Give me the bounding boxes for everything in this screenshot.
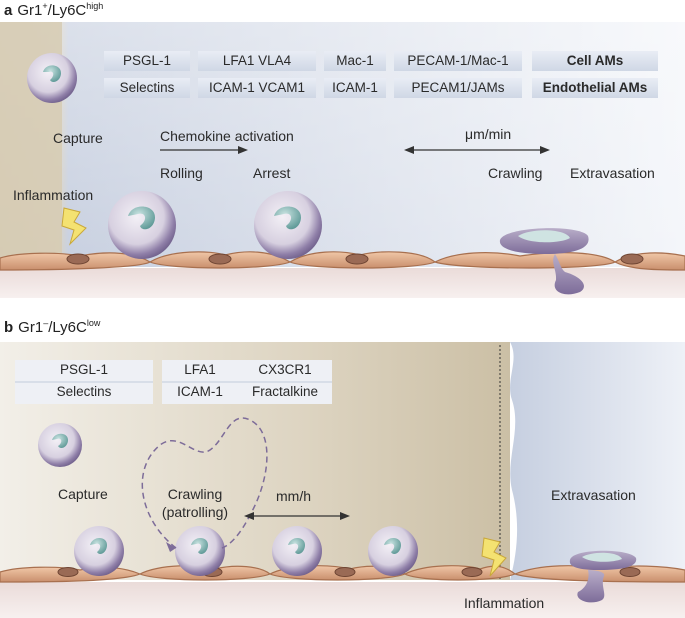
panel-a-cell-am-2: LFA1 VLA4: [198, 51, 316, 71]
panel-a-inflammation-label: Inflammation: [13, 187, 94, 203]
panel-a-cell-arrest: [254, 191, 322, 259]
panel-b-cx3cr1: CX3CR1: [258, 362, 312, 377]
panel-a-rolling-label: Rolling: [160, 165, 203, 181]
panel-a-arrest-label: Arrest: [253, 165, 291, 181]
panel-b-capture-label: Capture: [58, 486, 108, 502]
panel-b-title-main: Gr1: [18, 319, 44, 336]
panel-a-cell-am-3: Mac-1: [324, 51, 386, 71]
panel-b-title-mid: /Ly6C: [48, 319, 87, 336]
panel-b-icam1: ICAM-1: [177, 384, 223, 399]
panel-b-letter: b: [4, 319, 14, 336]
panel-b-cell-capture: [38, 423, 82, 467]
panel-b-tissue-blue: [510, 342, 685, 580]
panel-b-cell-3: [272, 526, 322, 576]
panel-b-speed-arrow: [244, 512, 350, 520]
panel-a-chemokine-label: Chemokine activation: [160, 128, 294, 144]
panel-a-arrows: [160, 146, 550, 154]
panel-b-fractalkine: Fractalkine: [251, 384, 319, 399]
panel-b-tissue: [0, 582, 685, 618]
panel-a-endo-am-4: PECAM1/JAMs: [394, 78, 522, 98]
panel-b-inflammation-bolt-icon: [481, 537, 507, 577]
panel-b-patrolling-arrowhead: [166, 542, 176, 552]
panel-b-title-sup1: –: [43, 318, 49, 328]
panel-b-endothelial-nuclei: [57, 567, 641, 577]
panel-b-inflammation-label: Inflammation: [464, 595, 545, 611]
panel-b-speed-label: mm/h: [276, 488, 311, 504]
panel-a-cell-am-1: PSGL-1: [104, 51, 190, 71]
panel-a-cell-crawling: [499, 228, 589, 295]
panel-b-cell-2: [175, 526, 225, 576]
panel-a-endothelial-nuclei: [66, 253, 644, 265]
panel-a-inflammation-bolt-icon: [61, 207, 87, 246]
panel-b-cell-extravasating: [569, 550, 637, 603]
panel-a-endo-am-3: ICAM-1: [324, 78, 386, 98]
panel-a-endo-am-1: Selectins: [104, 78, 190, 98]
panel-a-cell-rolling: [108, 191, 176, 259]
panel-a-cell-am-header: Cell AMs: [532, 51, 658, 71]
panel-b-crawling-label: Crawling: [167, 486, 223, 502]
panel-b-lfa1: LFA1: [184, 362, 216, 377]
panel-a-endothelium: [0, 251, 685, 271]
panel-b-cell-4: [368, 526, 418, 576]
panel-a-capture-label: Capture: [53, 130, 103, 146]
panel-a-endo-am-2: ICAM-1 VCAM1: [198, 78, 316, 98]
panel-b-selectins: Selectins: [56, 384, 112, 399]
panel-a-title-main: Gr1: [17, 2, 43, 19]
panel-a-letter: a: [4, 2, 13, 19]
panel-a-extravasation-label: Extravasation: [570, 165, 655, 181]
panel-b-title-sup2: low: [86, 318, 101, 328]
panel-a-title-mid: /Ly6C: [47, 2, 87, 19]
panel-b-cell-1: [74, 526, 124, 576]
panel-b-patrolling-label: (patrolling): [161, 504, 229, 520]
panel-a-cell-capture: [27, 53, 77, 103]
panel-b-extravasation-label: Extravasation: [551, 487, 636, 503]
panel-b-psgl1: PSGL-1: [59, 362, 109, 377]
panel-a-cell-am-4: PECAM-1/Mac-1: [394, 51, 522, 71]
panel-a-speed-label: μm/min: [465, 126, 512, 142]
panel-a-crawling-label: Crawling: [488, 165, 543, 181]
panel-a-title-sup1: +: [42, 1, 48, 11]
panel-a-endo-am-header: Endothelial AMs: [532, 78, 658, 98]
panel-a-title-sup2: high: [86, 1, 104, 11]
